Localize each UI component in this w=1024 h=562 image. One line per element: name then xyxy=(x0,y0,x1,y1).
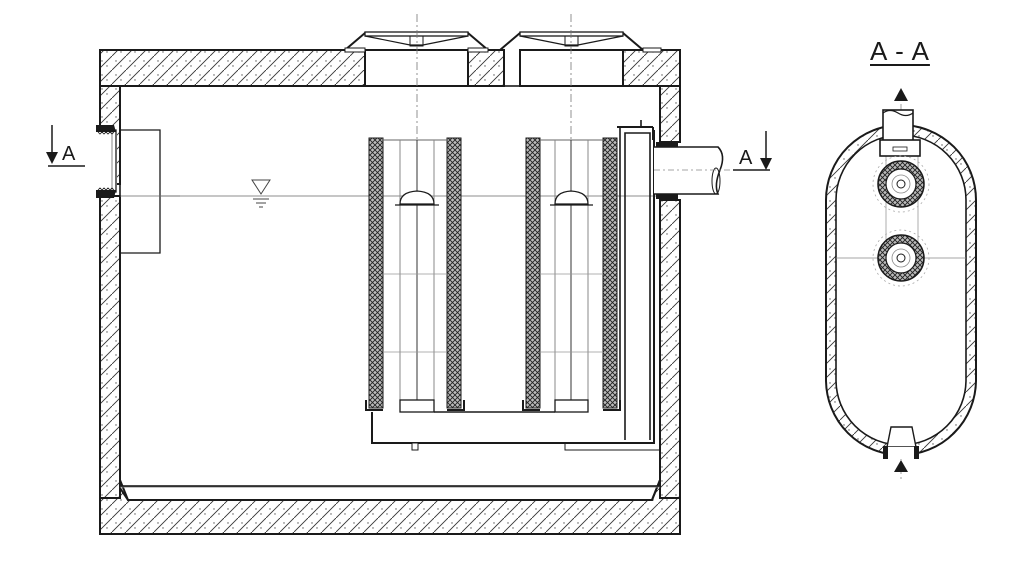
filter-ring-1 xyxy=(872,155,930,213)
outlet-pipe-section xyxy=(879,88,921,157)
manhole-cover-1 xyxy=(344,31,489,87)
water-level-icon xyxy=(251,179,271,208)
base-plate xyxy=(371,130,660,451)
section-label-right: A xyxy=(739,147,753,169)
section-mark-right xyxy=(733,131,772,171)
concrete-shell xyxy=(99,49,681,535)
down-arrow-icon xyxy=(46,152,58,164)
longitudinal-section xyxy=(46,14,772,535)
up-arrow-icon xyxy=(894,460,908,472)
inlet-baffle xyxy=(120,129,180,254)
up-arrow-icon xyxy=(894,88,908,101)
filter-cartridge-2 xyxy=(522,137,621,413)
filter-cartridge-1 xyxy=(365,137,465,413)
filter-ring-2 xyxy=(872,229,930,287)
down-arrow-icon xyxy=(760,158,772,170)
manhole-cover-2 xyxy=(499,31,662,87)
outlet-pipe xyxy=(654,142,742,199)
section-label-left: A xyxy=(62,143,76,165)
outlet-riser xyxy=(617,120,654,440)
cross-section-a-a xyxy=(825,88,977,482)
inlet-opening-section xyxy=(883,426,919,472)
inlet-pipe xyxy=(95,125,117,198)
section-mark-left xyxy=(46,125,85,167)
section-view-title: A - A xyxy=(870,36,930,66)
